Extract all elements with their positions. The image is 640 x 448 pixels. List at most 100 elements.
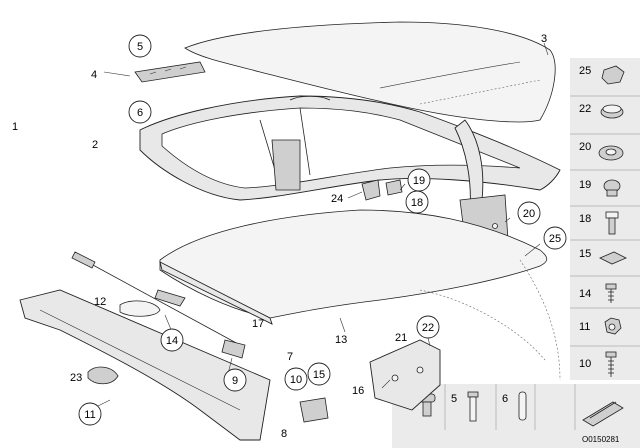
callout-label: 17: [252, 318, 264, 330]
leader-line: [543, 42, 549, 56]
callout-label: 13: [335, 334, 347, 346]
callout-label: 19: [413, 175, 425, 187]
headliner-panel: [159, 209, 561, 381]
headliner-edge: [159, 261, 273, 325]
frame-bracket: [271, 139, 301, 191]
callout-label: 15: [313, 369, 325, 381]
cap-top-icon: [602, 104, 622, 114]
circled-callouts: 5 6 19 18 20 25 14 9 22 10 15 11: [78, 34, 567, 426]
callout-label: 23: [70, 372, 82, 384]
rear-trim-panel: [19, 289, 271, 441]
leader-line: [427, 337, 431, 347]
top-cover-shape: [184, 21, 556, 123]
callout-label: 3: [541, 33, 547, 45]
tension-strip-detail: [149, 66, 187, 75]
legend-label: 11: [579, 321, 590, 333]
legend-label: 6: [502, 393, 508, 405]
callout-circle: [416, 315, 440, 339]
legend-label: 18: [579, 213, 591, 225]
cover-seam-dashed: [419, 79, 541, 105]
callout-circle: [128, 34, 152, 58]
legend-label: 25: [579, 65, 591, 77]
headliner-flap: [419, 289, 546, 361]
callout-circle: [78, 402, 102, 426]
callout-label: 6: [137, 107, 143, 119]
tension-strip-shape: [134, 61, 206, 83]
callout-label: 25: [549, 233, 561, 245]
callout-label: 5: [137, 41, 143, 53]
cable-mid-bracket: [154, 289, 186, 307]
callout-circle: [160, 328, 184, 352]
bolt-thread-icon: [608, 357, 614, 377]
callout-label: 21: [395, 332, 407, 344]
callout-circle: [543, 226, 567, 250]
arrow-line-icon: [589, 401, 617, 419]
legend-label: 14: [579, 288, 591, 300]
trim-clip: [87, 366, 119, 385]
callout-circle: [405, 190, 429, 214]
plain-callouts: 1 2 3 4 7 8 12 13 16 17 21 23 24: [12, 33, 547, 440]
leader-line: [399, 183, 406, 191]
leader-line: [381, 379, 391, 389]
rear-trim-shape: [19, 289, 271, 441]
leader-line: [524, 243, 541, 257]
legend-label: 5: [451, 393, 457, 405]
callout-label: 7: [287, 351, 293, 363]
leader-line: [504, 217, 511, 223]
leader-lines: [89, 42, 549, 411]
rivet-shaft-icon: [608, 217, 616, 235]
callout-circle: [307, 362, 331, 386]
bracket-shape: [369, 339, 441, 411]
screw-thread-icon: [608, 289, 614, 303]
pin-head-icon: [467, 391, 479, 398]
callout-label: 22: [422, 322, 434, 334]
callout-label: 10: [290, 374, 302, 386]
callout-circle: [284, 367, 308, 391]
headliner-flap: [519, 259, 561, 381]
callout-label: 8: [281, 428, 287, 440]
button-stem-icon: [606, 189, 618, 197]
rivet-head-icon: [605, 211, 619, 219]
callout-label: 11: [84, 409, 95, 421]
side-legend-panel: 25 22 20 19 18 15 14 11 10: [570, 58, 640, 380]
mounting-bracket: [369, 339, 441, 411]
ring-grommet: [119, 300, 161, 317]
grommet-hole-icon: [605, 148, 617, 156]
rear-trim-edge: [39, 309, 241, 411]
callout-label: 2: [92, 139, 98, 151]
leader-line: [347, 191, 363, 199]
arrow-wedge-icon: [582, 401, 624, 427]
strip-part-icon: [518, 391, 527, 421]
legend-label: 20: [579, 141, 591, 153]
legend-label: 15: [579, 248, 591, 260]
reference-number: O0150281: [582, 435, 620, 444]
callout-label: 1: [12, 121, 18, 133]
callout-label: 14: [166, 335, 178, 347]
cable-line: [79, 257, 241, 346]
small-bracket: [361, 179, 381, 201]
callout-label: 16: [352, 385, 364, 397]
clip-part-icon: [601, 65, 625, 85]
bracket-hole-icon: [391, 374, 399, 382]
pin-shaft-icon: [469, 396, 477, 422]
soft-top-cover: [184, 21, 556, 123]
tension-cable: [71, 251, 246, 359]
leader-line: [339, 317, 346, 333]
bracket-hole-icon: [416, 366, 424, 374]
callout-label: 20: [523, 208, 535, 220]
frame-bows: [259, 95, 331, 176]
tension-strip: [134, 61, 206, 83]
callout-label: 18: [411, 197, 423, 209]
cover-seam: [379, 61, 521, 89]
callout-label: 12: [94, 296, 106, 308]
callout-circle: [223, 368, 247, 392]
nut-hole-icon: [608, 323, 616, 331]
legend-label: 10: [579, 358, 591, 370]
callout-label: 9: [232, 375, 238, 387]
legend-label: 19: [579, 179, 591, 191]
small-clip: [385, 179, 403, 196]
hinge-bolt-icon: [492, 223, 498, 229]
pad-part-icon: [599, 251, 627, 265]
